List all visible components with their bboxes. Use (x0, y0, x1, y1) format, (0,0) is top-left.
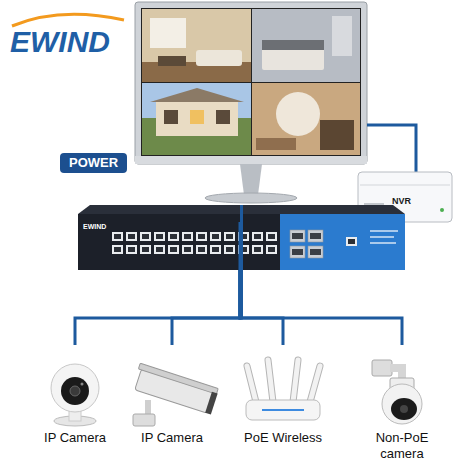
node-text: IP Camera (122, 430, 222, 446)
network-cable (75, 270, 240, 345)
poe-switch: EWIND (78, 205, 405, 270)
monitor (135, 2, 367, 203)
device-node: PoE Wireless (233, 345, 333, 446)
network-cable (172, 270, 240, 345)
power-label: POWER (60, 153, 127, 173)
logo-swoosh (12, 14, 124, 26)
device-node: Non-PoE camera (367, 345, 437, 462)
ptz-camera-icon (372, 360, 422, 424)
icon-area (367, 345, 437, 430)
nvr-box: NVR (358, 172, 452, 222)
icon-area (25, 345, 125, 430)
video-cable (367, 125, 416, 172)
node-text: EWIND (83, 222, 405, 231)
cube-camera-icon (51, 364, 99, 426)
icon-area (122, 345, 222, 430)
icon-area (233, 345, 333, 430)
node-text: Non-PoE camera (367, 430, 437, 462)
node-text: IP Camera (25, 430, 125, 446)
router-icon (246, 360, 320, 420)
device-node: IP Camera (122, 345, 222, 446)
network-cable (240, 270, 283, 345)
node-text: PoE Wireless (233, 430, 333, 446)
node-text: NVR (392, 196, 452, 207)
device-node: IP Camera (25, 345, 125, 446)
bullet-camera-icon (132, 363, 219, 426)
node-text: POWER (69, 155, 118, 171)
network-cable (240, 270, 402, 345)
brand-logo: EWIND (10, 27, 110, 57)
